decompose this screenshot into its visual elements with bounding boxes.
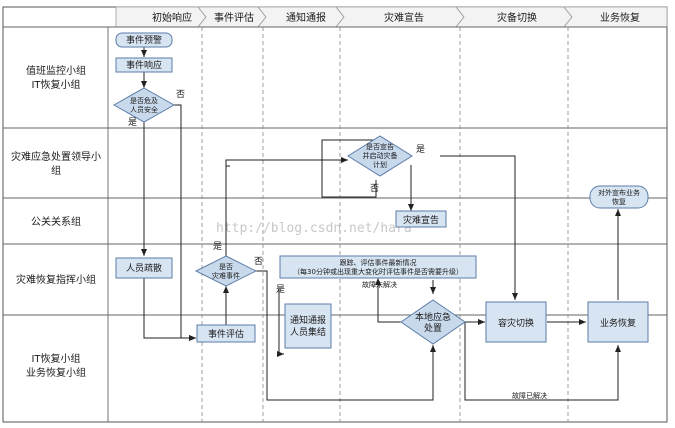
event-alert-node (115, 32, 173, 48)
phase-header (115, 6, 668, 28)
node-text: 事件响应 (126, 59, 162, 71)
lane-name: IT恢复小组 (31, 78, 80, 91)
phase-label: 业务恢复 (600, 11, 640, 24)
lane-name: 灾难恢复指挥小组 (16, 273, 96, 286)
node-text: 业务恢复 (600, 317, 636, 329)
nodes (112, 32, 649, 349)
lane-name: IT恢复小组 (31, 352, 80, 365)
connector (225, 165, 230, 256)
track-node (279, 255, 477, 279)
phase-label: 事件评估 (214, 11, 254, 24)
event-response-node (115, 57, 173, 73)
connector (174, 104, 196, 341)
connector (464, 322, 621, 401)
connectors (141, 47, 621, 401)
notify-node (284, 303, 332, 349)
node-text: 对外宣布业务 (598, 188, 640, 197)
node-text: 通知通报 (290, 314, 326, 326)
connector (277, 289, 284, 357)
danger-decision-node (112, 87, 176, 123)
edge-label: 否 (370, 183, 379, 194)
node-text: 跟踪、评估事件最新情况 (340, 258, 417, 267)
switchover-node (485, 301, 547, 343)
disaster-decision-node (194, 255, 258, 287)
node-text: 是否宣告 (366, 142, 394, 151)
edge-label: 故障未解决 (362, 280, 397, 289)
node-text: 是否 (219, 263, 233, 271)
edge-label: 否 (254, 256, 263, 267)
lane-name: 灾难应急处置领导小 (11, 150, 101, 163)
public-announce-node (589, 185, 649, 209)
phase-label: 初始响应 (152, 11, 192, 24)
edge-label: 故障已解决 (512, 391, 547, 400)
node-text: 灾难事件 (212, 271, 240, 280)
node-text: 人员安全 (130, 105, 158, 114)
phase-label: 灾难宣告 (384, 11, 424, 24)
phase-dividers (201, 27, 569, 422)
connector (440, 155, 518, 300)
edge-label: 是 (416, 144, 425, 155)
lane-name: 公关关系组 (31, 215, 81, 228)
node-text: 是否危及 (130, 96, 158, 105)
node-text: 人员集结 (290, 326, 326, 338)
node-text: 容灾切换 (498, 317, 534, 329)
diagram-frame (2, 6, 668, 423)
connector (375, 278, 404, 323)
node-text: 恢复 (612, 197, 626, 206)
business-recover-node (587, 301, 649, 343)
declare-node (395, 210, 447, 228)
edge-label: 是 (276, 284, 285, 295)
node-text: 处置 (424, 322, 442, 334)
phase-label: 灾备切换 (497, 11, 537, 24)
node-text: 本地应急 (415, 311, 451, 323)
node-text: 人员疏散 (126, 262, 162, 274)
lane-name: 值班监控小组 (26, 64, 86, 77)
lane-name: 组 (51, 164, 61, 177)
evacuate-node (115, 257, 173, 279)
local-handle-node (400, 299, 466, 345)
lane-lines (3, 26, 667, 422)
event-eval-node (196, 324, 256, 343)
connector (143, 278, 196, 341)
edge-label: 是 (128, 117, 137, 128)
node-text: 计划 (373, 160, 387, 169)
connector (256, 270, 436, 401)
watermark: http://blog.csdn.net/hara (216, 221, 412, 236)
phase-label: 通知通报 (286, 11, 326, 24)
node-text: （每30分钟或出现重大变化时评估事件是否需要升级） (293, 267, 463, 276)
declare-decision-node (347, 135, 413, 177)
node-text: 并启动灾备 (363, 151, 398, 160)
node-text: 灾难宣告 (403, 214, 439, 226)
lane-name: 业务恢复小组 (26, 366, 86, 379)
node-text: 事件预警 (126, 34, 162, 46)
edge-label: 否 (176, 89, 185, 100)
connector (225, 157, 348, 256)
edge-label: 是 (213, 241, 222, 252)
node-text: 事件评估 (208, 328, 244, 340)
